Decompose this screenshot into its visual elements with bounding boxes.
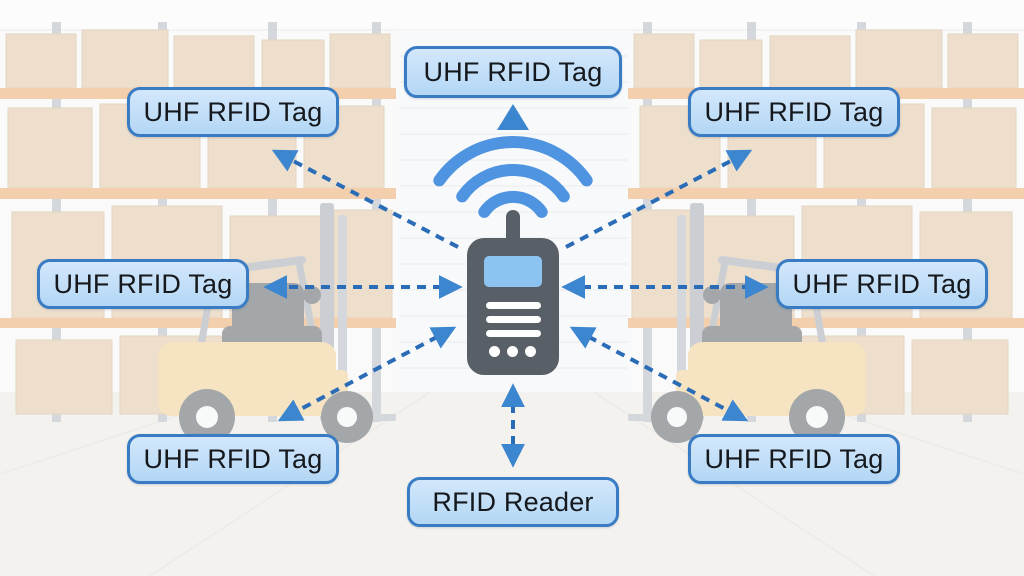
reader-button-bar	[486, 302, 541, 309]
reader-antenna	[506, 210, 520, 246]
reader-label-bottom-center: RFID Reader	[407, 477, 619, 527]
reader-button-bar	[486, 330, 541, 337]
tag-label-top-center: UHF RFID Tag	[404, 46, 622, 98]
reader-button-bar	[486, 316, 541, 323]
reader-button-dot	[489, 346, 500, 357]
arrow-bottom-left	[277, 326, 457, 422]
tag-label-bottom-left: UHF RFID Tag	[127, 434, 339, 484]
reader-button-dot	[525, 346, 536, 357]
tag-label-mid-right: UHF RFID Tag	[776, 259, 988, 309]
arrow-bottom-right	[569, 326, 749, 422]
arrow-top-right	[565, 149, 753, 249]
reader-screen	[484, 256, 542, 287]
tag-label-mid-left: UHF RFID Tag	[37, 259, 249, 309]
arrow-top-center	[497, 104, 529, 130]
reader-button-dot	[507, 346, 518, 357]
tag-label-top-right: UHF RFID Tag	[688, 87, 900, 137]
tag-label-bottom-right: UHF RFID Tag	[688, 434, 900, 484]
tag-label-top-left: UHF RFID Tag	[127, 87, 339, 137]
arrow-top-left	[271, 149, 459, 249]
wifi-signal-icon	[433, 136, 593, 218]
